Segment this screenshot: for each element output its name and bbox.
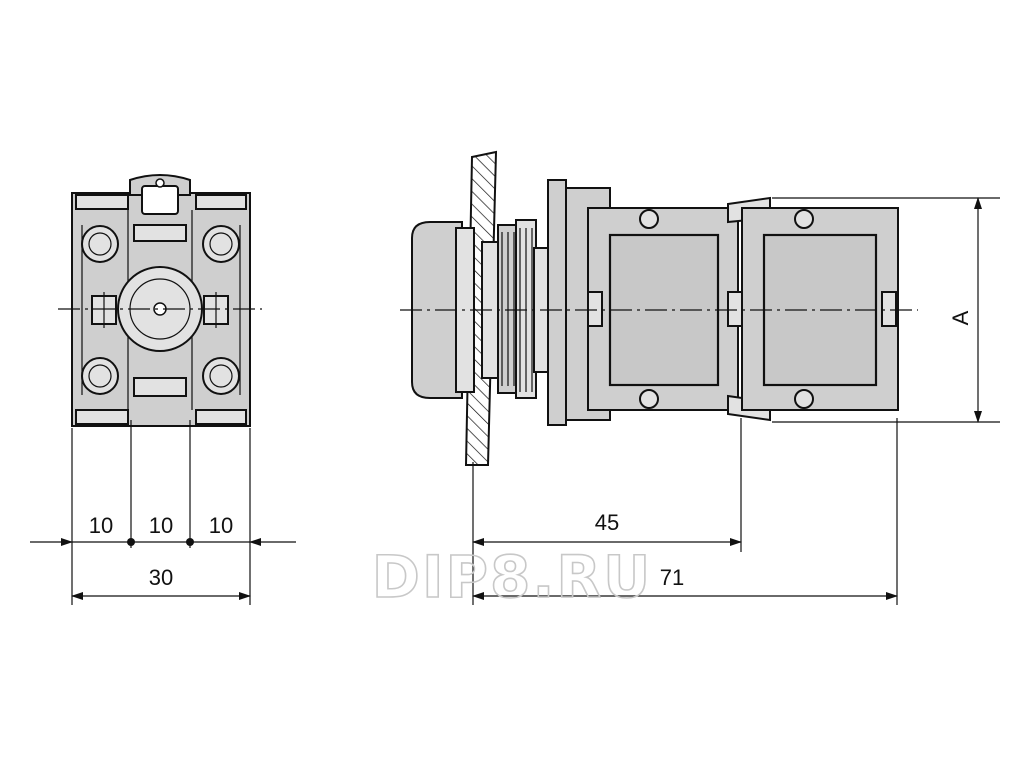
dim-a: A	[948, 310, 973, 325]
side-dimensions: 45 71 A	[472, 197, 1000, 605]
latch-hole	[155, 178, 165, 188]
dim-10-right: 10	[209, 513, 233, 538]
bottom-tab-left	[75, 409, 129, 425]
dim-30: 30	[149, 565, 173, 590]
bracket-front	[547, 179, 567, 426]
screw-1b	[639, 389, 659, 409]
screw-1a	[639, 209, 659, 229]
screw-terminal-br	[202, 357, 240, 395]
side-view	[400, 150, 918, 466]
screw-2b	[794, 389, 814, 409]
top-tab-right	[195, 194, 247, 210]
dim-10-middle: 10	[149, 513, 173, 538]
dim-10-left: 10	[89, 513, 113, 538]
screw-2a	[794, 209, 814, 229]
dim-45: 45	[595, 510, 619, 535]
clip-3	[881, 291, 897, 327]
dim-point-2	[186, 538, 194, 546]
dim-71: 71	[660, 565, 684, 590]
top-tab-left	[75, 194, 129, 210]
bottom-tab-right	[195, 409, 247, 425]
screw-terminal-tr	[202, 225, 240, 263]
dim-point-1	[127, 538, 135, 546]
center-bottom-slot	[133, 377, 187, 397]
clip-1	[587, 291, 603, 327]
front-view	[58, 174, 262, 427]
front-dimensions: 10 10 10 30	[30, 420, 296, 605]
watermark-text: DIP8.RU	[372, 543, 652, 611]
center-top-slot	[133, 224, 187, 242]
screw-terminal-tl	[81, 225, 119, 263]
latch-window	[141, 185, 179, 215]
screw-terminal-bl	[81, 357, 119, 395]
